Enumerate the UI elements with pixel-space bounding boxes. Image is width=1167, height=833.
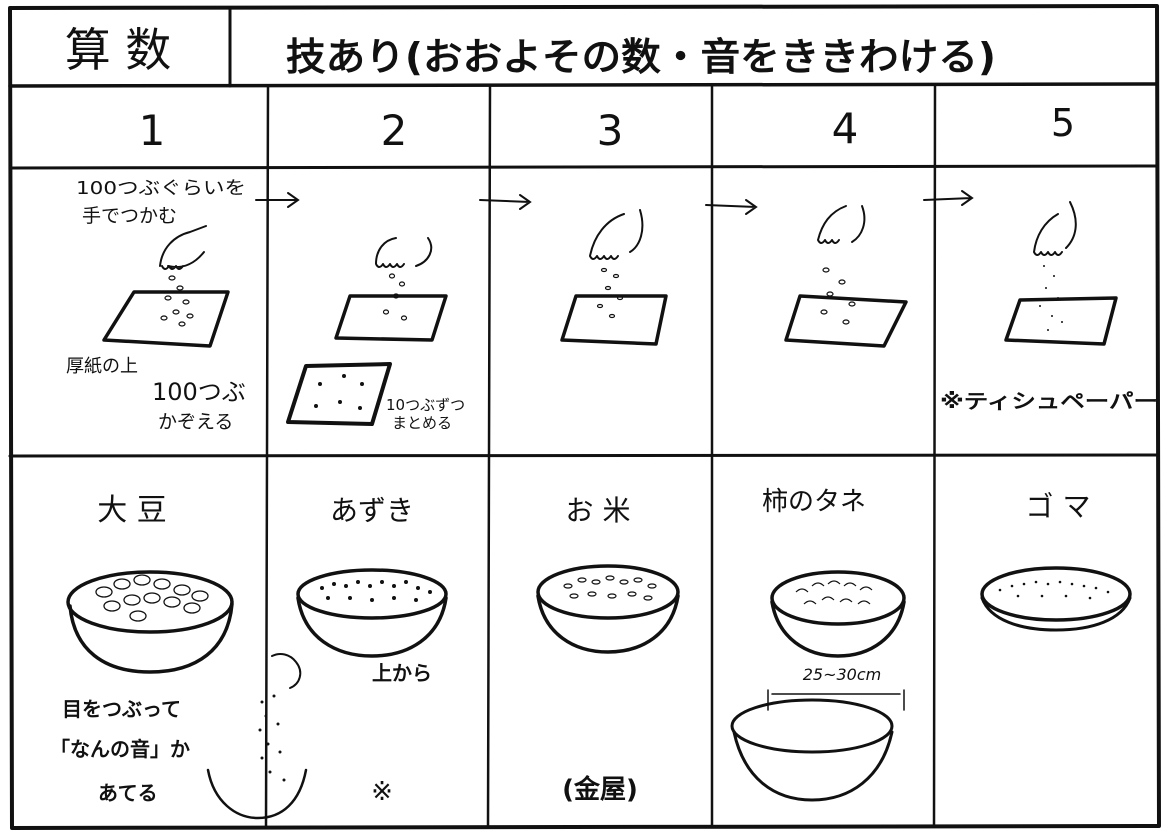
step-number-4: 4	[832, 104, 859, 153]
arrow-icon	[479, 194, 532, 210]
hand-icon	[1033, 201, 1077, 256]
grain-label-azuki: あずき	[330, 494, 414, 527]
falling-azuki	[382, 273, 408, 321]
falling-sesame	[1039, 265, 1063, 331]
cardboard-paper	[784, 294, 908, 348]
azuki-contents	[320, 580, 432, 602]
step-number-1: 1	[139, 106, 166, 155]
step-number-5: 5	[1051, 101, 1075, 145]
column-line	[486, 84, 492, 828]
azuki-note-mark: ※	[371, 777, 393, 807]
step1-note-line2: 手でつかむ	[82, 205, 177, 227]
grain-label-rice: お 米	[566, 494, 631, 527]
rice-contents	[563, 575, 657, 601]
grain-label-sesame: ゴ マ	[1026, 490, 1091, 523]
falling-kakinotane	[820, 267, 856, 325]
azuki-note-from-above: 上から	[372, 661, 432, 685]
arrow-icons	[255, 190, 974, 215]
sesame-bowl	[980, 566, 1132, 632]
step5-note-paper: ※ティシュペーパー	[940, 389, 1158, 413]
soybean-note-line1: 目をつぶって	[62, 697, 181, 721]
kakinotane-bowl	[770, 570, 906, 658]
tissue-paper	[1004, 296, 1118, 346]
step2-note-line2: まとめる	[392, 414, 452, 432]
column-line	[932, 84, 937, 828]
falling-azuki-stream	[258, 694, 286, 782]
column-line	[264, 84, 270, 828]
step-number-3: 3	[597, 106, 624, 155]
grouped-beans	[314, 374, 364, 410]
step1-count-line2: かぞえる	[158, 411, 233, 433]
page-title: 技あり(おおよその数・音をききわける)	[286, 35, 996, 79]
cardboard-paper	[334, 294, 448, 342]
sesame-contents	[998, 580, 1110, 600]
soybean-bowl	[66, 570, 234, 674]
arrow-icon	[705, 199, 758, 215]
grain-label-soybean: 大 豆	[97, 493, 167, 528]
hand-icon	[375, 237, 433, 268]
rice-note-shop: (金屋)	[562, 774, 638, 805]
arrow-icon	[255, 192, 300, 208]
soybean-note-line3: あてる	[98, 781, 158, 805]
grouped-beans-paper	[286, 362, 392, 426]
step2-note-line1: 10つぶずつ	[386, 396, 465, 414]
grain-label-kakinotane: 柿のタネ	[762, 487, 866, 517]
step-number-2: 2	[381, 106, 408, 155]
soybean-note-line2: 「なんの音」か	[50, 737, 190, 761]
falling-beans	[160, 275, 194, 327]
cardboard-paper	[560, 294, 668, 346]
middle-divider	[8, 453, 1159, 458]
hand-icon	[589, 209, 644, 260]
distance-note: 25~30cm	[803, 665, 882, 684]
header-divider	[8, 82, 1159, 88]
hand-icon	[271, 653, 302, 689]
falling-rice	[596, 267, 624, 319]
metal-bowl	[730, 689, 905, 802]
azuki-bowl	[296, 568, 448, 658]
rice-bowl	[536, 564, 680, 654]
arrow-icon	[923, 190, 974, 206]
step1-count-line1: 100つぶ	[152, 378, 246, 406]
hand-icon	[159, 225, 207, 270]
small-bowl	[206, 768, 308, 820]
outer-frame	[8, 4, 1161, 830]
hand-icon	[817, 205, 866, 244]
cardboard-paper	[102, 290, 230, 348]
kakinotane-contents	[795, 580, 873, 605]
step1-note-line1: 100つぶぐらいを	[76, 178, 246, 199]
subject-label: 算 数	[65, 23, 172, 77]
step1-note-left: 厚紙の上	[66, 356, 138, 377]
number-row-divider	[8, 164, 1159, 170]
